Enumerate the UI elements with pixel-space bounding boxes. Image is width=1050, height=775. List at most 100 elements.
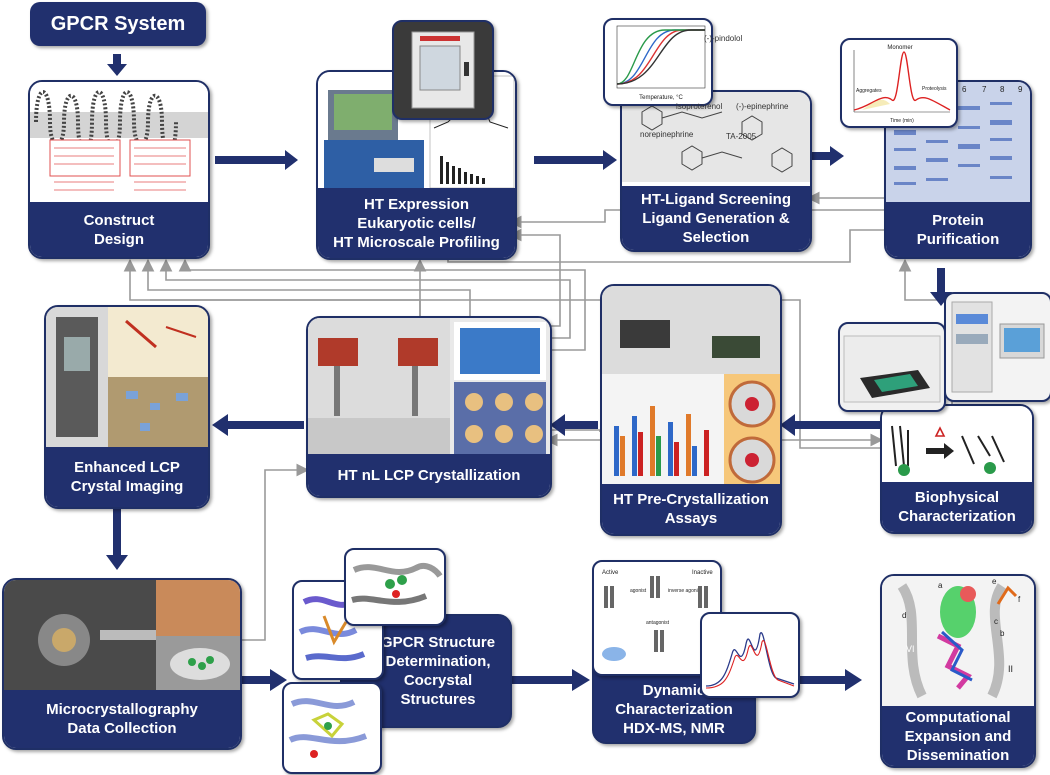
svg-text:f: f bbox=[1018, 595, 1021, 604]
svg-text:Active: Active bbox=[602, 570, 619, 576]
svg-text:8: 8 bbox=[1000, 85, 1005, 94]
svg-text:7: 7 bbox=[982, 85, 987, 94]
purification-label: Protein Purification bbox=[886, 202, 1030, 257]
microcryst-line-2: Data Collection bbox=[67, 720, 177, 737]
imaging-line-1: Enhanced LCP bbox=[74, 459, 180, 476]
arrow-crystallization-imaging bbox=[212, 414, 304, 436]
expression-label: HT Expression Eukaryotic cells/ HT Micro… bbox=[318, 188, 515, 258]
ligand-line-2: Ligand Generation & bbox=[642, 209, 790, 227]
sec-chromatogram: Monomer Aggregates Proteolysis Time (min… bbox=[840, 38, 958, 128]
arrow-structure-dynamic bbox=[510, 669, 590, 691]
svg-text:antagonist: antagonist bbox=[646, 620, 670, 626]
structure-line-2: Determination, bbox=[385, 653, 491, 670]
docking-image: VI II a b c d e f bbox=[882, 576, 1034, 706]
structure-line-3: Cocrystal bbox=[403, 672, 473, 689]
biophysical-image bbox=[882, 406, 1032, 482]
svg-text:Inactive: Inactive bbox=[692, 570, 713, 576]
expression-line-1: HT Expression bbox=[363, 195, 470, 213]
svg-text:d: d bbox=[902, 611, 906, 620]
ligand-names: (-)-pindolol isoproterenol (-)-epinephri… bbox=[640, 20, 800, 141]
svg-text:II: II bbox=[1008, 664, 1013, 674]
computational-label: Computational Expansion and Disseminatio… bbox=[882, 706, 1034, 766]
system-title: GPCR System bbox=[30, 2, 206, 46]
computational-line-1: Computational bbox=[905, 708, 1011, 726]
precryst-line-1: HT Pre-Crystallization bbox=[613, 491, 769, 508]
node-lcp-crystallization: HT nL LCP Crystallization bbox=[306, 316, 552, 498]
svg-text:Monomer: Monomer bbox=[887, 45, 912, 51]
incubator-photo bbox=[392, 20, 494, 120]
construct-line-2: Design bbox=[93, 230, 144, 248]
biophysical-label: Biophysical Characterization bbox=[882, 482, 1032, 532]
computational-line-3: Dissemination bbox=[906, 746, 1010, 764]
construct-topology-image bbox=[30, 82, 208, 202]
sds-gel-image: 6 7 8 9 bbox=[886, 82, 1030, 202]
arrow-biophysical-precryst bbox=[780, 414, 880, 436]
structure-line-1: GPCR Structure bbox=[380, 634, 496, 651]
svg-text:9: 9 bbox=[1018, 85, 1023, 94]
biophysical-line-2: Characterization bbox=[898, 508, 1016, 525]
structure-photo-2 bbox=[344, 548, 446, 626]
ligand-name-1: (-)-pindolol bbox=[704, 34, 743, 43]
svg-text:VI: VI bbox=[906, 644, 915, 654]
dynamic-line-1: Dynamic bbox=[642, 681, 706, 699]
node-microcrystallography: Microcrystallography Data Collection bbox=[2, 578, 242, 750]
hdx-spectrum bbox=[700, 612, 800, 698]
ligand-line-3: Selection bbox=[682, 228, 750, 246]
expression-line-3: HT Microscale Profiling bbox=[333, 233, 500, 251]
plate-reader-photo bbox=[838, 322, 946, 412]
svg-text:6: 6 bbox=[962, 85, 967, 94]
ligand-name-3: (-)-epinephrine bbox=[736, 102, 789, 111]
arrow-expression-ligand bbox=[534, 150, 617, 170]
node-computational: VI II a b c d e f Computational Expansio… bbox=[880, 574, 1036, 768]
expression-line-2: Eukaryotic cells/ bbox=[357, 214, 476, 232]
crystallization-line-1: HT nL LCP Crystallization bbox=[337, 466, 521, 484]
arrow-dynamic-computational bbox=[800, 669, 862, 691]
node-protein-purification: 6 7 8 9 Protein Purification bbox=[884, 80, 1032, 259]
dynamic-line-2: Characterization bbox=[615, 700, 733, 718]
crystal-imaging-photos bbox=[46, 307, 208, 447]
biophysical-line-1: Biophysical bbox=[914, 489, 1000, 506]
svg-text:Aggregates: Aggregates bbox=[856, 88, 882, 94]
ligand-name-2: isoproterenol bbox=[676, 102, 723, 111]
svg-text:agonist: agonist bbox=[630, 588, 647, 594]
imaging-line-2: Crystal Imaging bbox=[70, 478, 184, 495]
node-construct-design: Construct Design bbox=[28, 80, 210, 259]
node-crystal-imaging: Enhanced LCP Crystal Imaging bbox=[44, 305, 210, 509]
ligand-label: HT-Ligand Screening Ligand Generation & … bbox=[622, 186, 810, 250]
ligand-line-1: HT-Ligand Screening bbox=[640, 190, 791, 208]
purification-line-2: Purification bbox=[916, 230, 1000, 248]
precryst-assay-image bbox=[602, 286, 780, 486]
svg-text:Proteolysis: Proteolysis bbox=[922, 86, 947, 92]
arrow-title-construct bbox=[107, 54, 127, 76]
beamline-photos bbox=[4, 580, 240, 690]
svg-text:a: a bbox=[938, 581, 943, 590]
ligand-name-5: TA-2005 bbox=[726, 132, 757, 141]
ligand-name-4: norepinephrine bbox=[640, 130, 694, 139]
precryst-line-2: Assays bbox=[664, 510, 718, 527]
arrow-ligand-purification bbox=[808, 146, 844, 166]
thermal-shift-chart: Temperature, °C bbox=[603, 18, 713, 106]
svg-text:c: c bbox=[994, 617, 998, 626]
structure-photo-3 bbox=[282, 682, 382, 774]
lcp-robot-image bbox=[308, 318, 550, 454]
node-precrystallization-assays: HT Pre-Crystallization Assays bbox=[600, 284, 782, 536]
imaging-label: Enhanced LCP Crystal Imaging bbox=[46, 447, 208, 507]
hplc-photo bbox=[944, 292, 1050, 402]
precryst-label: HT Pre-Crystallization Assays bbox=[602, 484, 780, 534]
arrow-microcryst-structure bbox=[240, 669, 287, 691]
crystallization-label: HT nL LCP Crystallization bbox=[308, 454, 550, 496]
svg-text:Temperature, °C: Temperature, °C bbox=[639, 95, 683, 101]
svg-text:e: e bbox=[992, 577, 997, 586]
microcryst-label: Microcrystallography Data Collection bbox=[4, 690, 240, 748]
structure-line-4: Structures bbox=[400, 691, 476, 708]
microcryst-line-1: Microcrystallography bbox=[46, 701, 198, 718]
ligand-structures-image bbox=[622, 92, 810, 182]
construct-design-label: Construct Design bbox=[30, 202, 208, 257]
dynamic-line-3: HDX-MS, NMR bbox=[623, 719, 725, 737]
node-ligand-screening: HT-Ligand Screening Ligand Generation & … bbox=[620, 90, 812, 252]
svg-text:b: b bbox=[1000, 629, 1005, 638]
arrow-construct-expression bbox=[215, 150, 298, 170]
arrow-imaging-microcryst bbox=[106, 508, 128, 570]
svg-text:inverse agonist: inverse agonist bbox=[668, 588, 702, 594]
